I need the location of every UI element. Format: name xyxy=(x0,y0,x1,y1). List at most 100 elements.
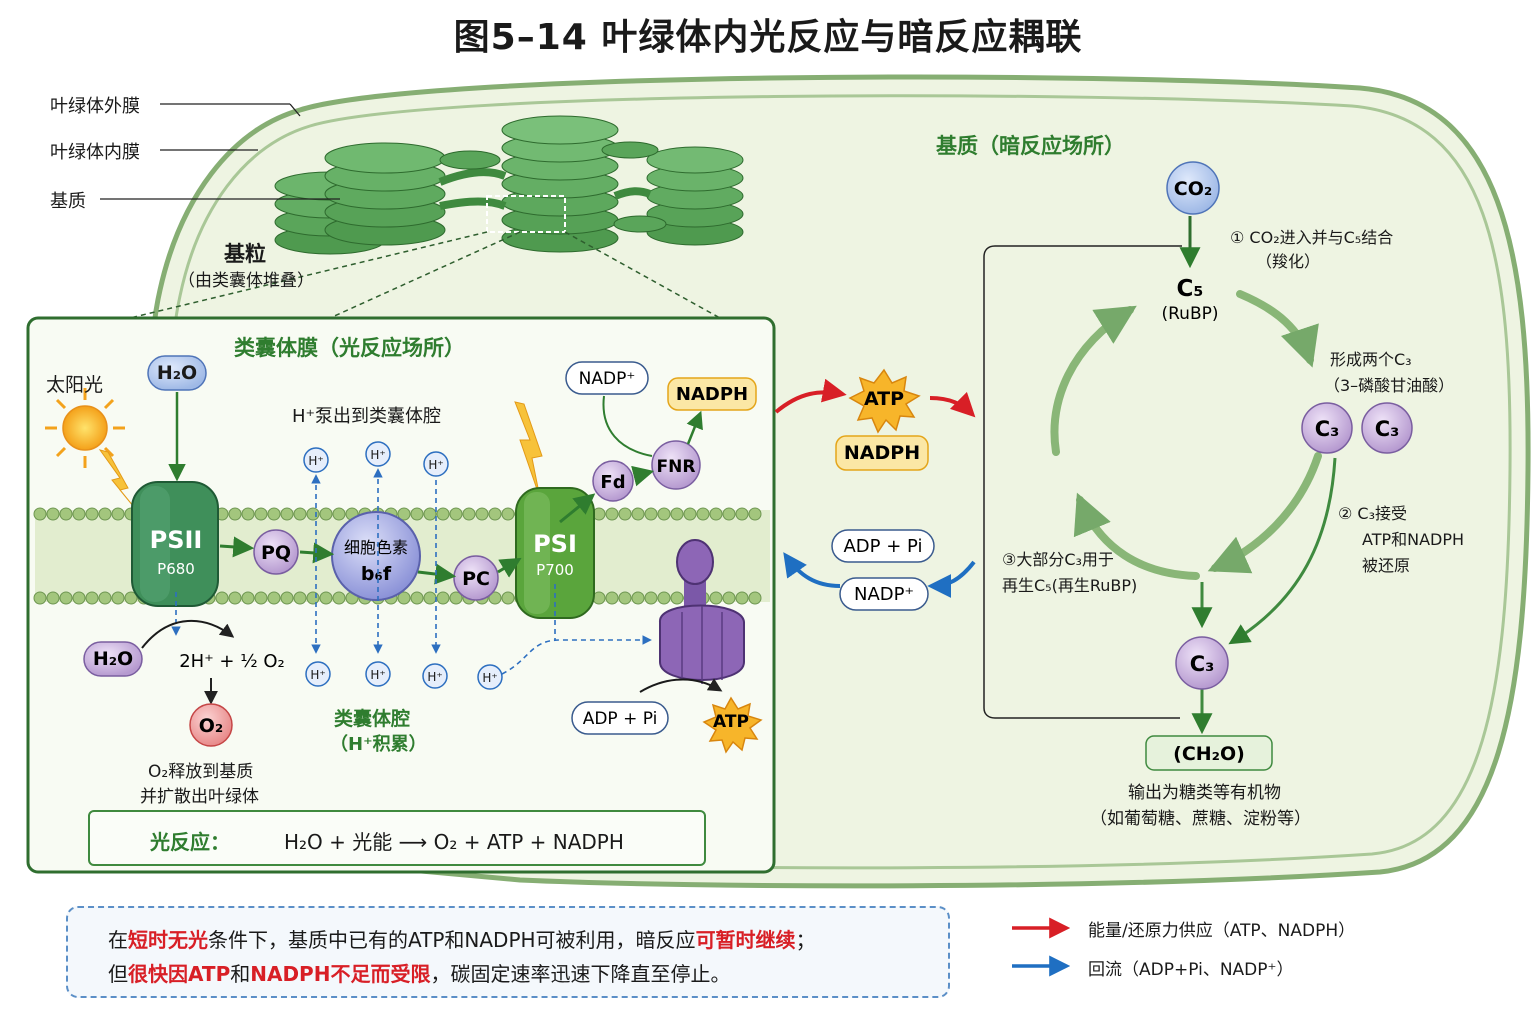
lipid-head xyxy=(410,507,424,521)
lumen-note: （H⁺积累） xyxy=(330,734,427,755)
cytb6f-label-1: 细胞色素 xyxy=(344,538,408,557)
lipid-head xyxy=(605,591,619,605)
psi-complex xyxy=(515,487,595,619)
note-text: 和 xyxy=(230,962,251,986)
proton-ion xyxy=(305,661,331,687)
psii-label: PSII xyxy=(150,526,203,554)
lumen-label: 类囊体腔 xyxy=(334,708,411,730)
zoom-box xyxy=(486,195,566,233)
lightning-bolt-icon xyxy=(98,449,139,513)
lipid-head xyxy=(215,591,229,605)
step1-label-2: （羧化） xyxy=(1256,252,1321,271)
lipid-head xyxy=(501,591,515,605)
lipid-head xyxy=(267,507,281,521)
p700-label: P700 xyxy=(536,561,574,579)
o2-note-1: O₂释放到基质 xyxy=(148,762,254,782)
h2o-bottom-badge xyxy=(83,641,143,677)
fnr-enzyme xyxy=(651,440,701,490)
outer-membrane-label: 叶绿体外膜 xyxy=(50,96,140,117)
proton-ion xyxy=(477,664,503,690)
ch2o-text: (CH₂O) xyxy=(1173,743,1245,765)
lipid-head xyxy=(397,507,411,521)
note-text: ，碳固定速率迅速下降直至停止。 xyxy=(430,962,731,986)
lipid-head xyxy=(46,507,60,521)
proton-ion xyxy=(423,451,449,477)
lipid-head xyxy=(124,591,138,605)
proton-ion-label: H⁺ xyxy=(482,671,497,685)
co2-molecule xyxy=(1166,161,1220,215)
lipid-head xyxy=(462,507,476,521)
lipid-head xyxy=(735,507,749,521)
stroma-site-label: 基质（暗反应场所） xyxy=(936,134,1125,158)
lipid-head xyxy=(319,591,333,605)
o2-text: O₂ xyxy=(199,715,223,737)
lipid-head xyxy=(605,507,619,521)
lipid-head xyxy=(111,507,125,521)
legend-blue-label: 回流（ADP+Pi、NADP⁺） xyxy=(1088,960,1294,980)
nadph-transfer-text: NADPH xyxy=(844,442,920,464)
h2o-top-badge xyxy=(147,355,207,391)
c3-text-b: C₃ xyxy=(1375,417,1400,441)
note-text: 条件下，基质中已有的ATP和NADPH可被利用，暗反应 xyxy=(208,928,696,952)
thylakoid-panel-title: 类囊体膜（光反应场所） xyxy=(234,336,465,360)
lipid-head xyxy=(85,507,99,521)
lipid-head xyxy=(410,591,424,605)
note-emphasis: 很快因ATP xyxy=(128,962,231,986)
pc-label: PC xyxy=(462,568,490,590)
lipid-head xyxy=(748,507,762,521)
lipid-head xyxy=(488,507,502,521)
note-text: 但 xyxy=(108,962,128,986)
light-reaction-equation-box: 光反应： H₂O + 光能 ⟶ O₂ + ATP + NADPH xyxy=(88,810,706,866)
proton-ion xyxy=(365,441,391,467)
lipid-head xyxy=(709,507,723,521)
h2o-top-text: H₂O xyxy=(157,362,197,384)
lipid-head xyxy=(241,507,255,521)
lipid-head xyxy=(488,591,502,605)
lipid-head xyxy=(332,591,346,605)
note-emphasis: 可暂时继续 xyxy=(695,928,796,952)
lipid-head xyxy=(670,507,684,521)
lipid-head xyxy=(748,591,762,605)
lipid-head xyxy=(644,591,658,605)
lipid-head xyxy=(319,507,333,521)
nadph-badge xyxy=(667,377,757,411)
atp-star-transfer xyxy=(848,368,921,434)
lipid-head xyxy=(267,591,281,605)
lipid-head xyxy=(254,591,268,605)
lipid-head xyxy=(293,591,307,605)
fnr-label: FNR xyxy=(657,457,696,477)
psii-complex xyxy=(131,481,219,607)
c3-molecule-a xyxy=(1301,402,1353,454)
atp-star-thylakoid xyxy=(702,696,763,754)
note-emphasis: NADPH不足而受限 xyxy=(250,962,431,986)
rubp-label: (RuBP) xyxy=(1161,304,1218,324)
lipid-head xyxy=(735,591,749,605)
nadph-transfer-badge xyxy=(835,435,929,471)
note-line-1: 在短时无光条件下，基质中已有的ATP和NADPH可被利用，暗反应可暂时继续； xyxy=(108,924,816,953)
water-split-products: 2H⁺ + ½ O₂ xyxy=(179,651,285,672)
granum-stacks xyxy=(274,115,744,255)
granum-note: （由类囊体堆叠） xyxy=(178,271,314,291)
nadp-plus-transfer-text: NADP⁺ xyxy=(854,584,914,605)
proton-ion-label: H⁺ xyxy=(308,454,323,468)
lipid-head xyxy=(98,507,112,521)
sunlight-label: 太阳光 xyxy=(46,374,104,396)
c3-text-reduced: C₃ xyxy=(1190,652,1215,676)
fd-label: Fd xyxy=(600,472,625,493)
nadp-plus-badge xyxy=(565,361,649,395)
lipid-head xyxy=(33,507,47,521)
form-c3-label-1: 形成两个C₃ xyxy=(1330,350,1412,369)
lipid-head xyxy=(475,507,489,521)
form-c3-label-2: （3–磷酸甘油酸） xyxy=(1324,376,1455,395)
adp-pi-thylakoid-text: ADP + Pi xyxy=(583,709,658,729)
lipid-head xyxy=(228,591,242,605)
nadp-plus-text: NADP⁺ xyxy=(579,369,636,389)
p680-label: P680 xyxy=(157,560,195,578)
stroma-lamellae xyxy=(438,141,667,233)
c3-molecule-reduced xyxy=(1175,636,1229,690)
lipid-head xyxy=(72,507,86,521)
proton-ion xyxy=(303,447,329,473)
output-label-1: 输出为糖类等有机物 xyxy=(1128,783,1281,803)
o2-molecule xyxy=(189,703,233,747)
